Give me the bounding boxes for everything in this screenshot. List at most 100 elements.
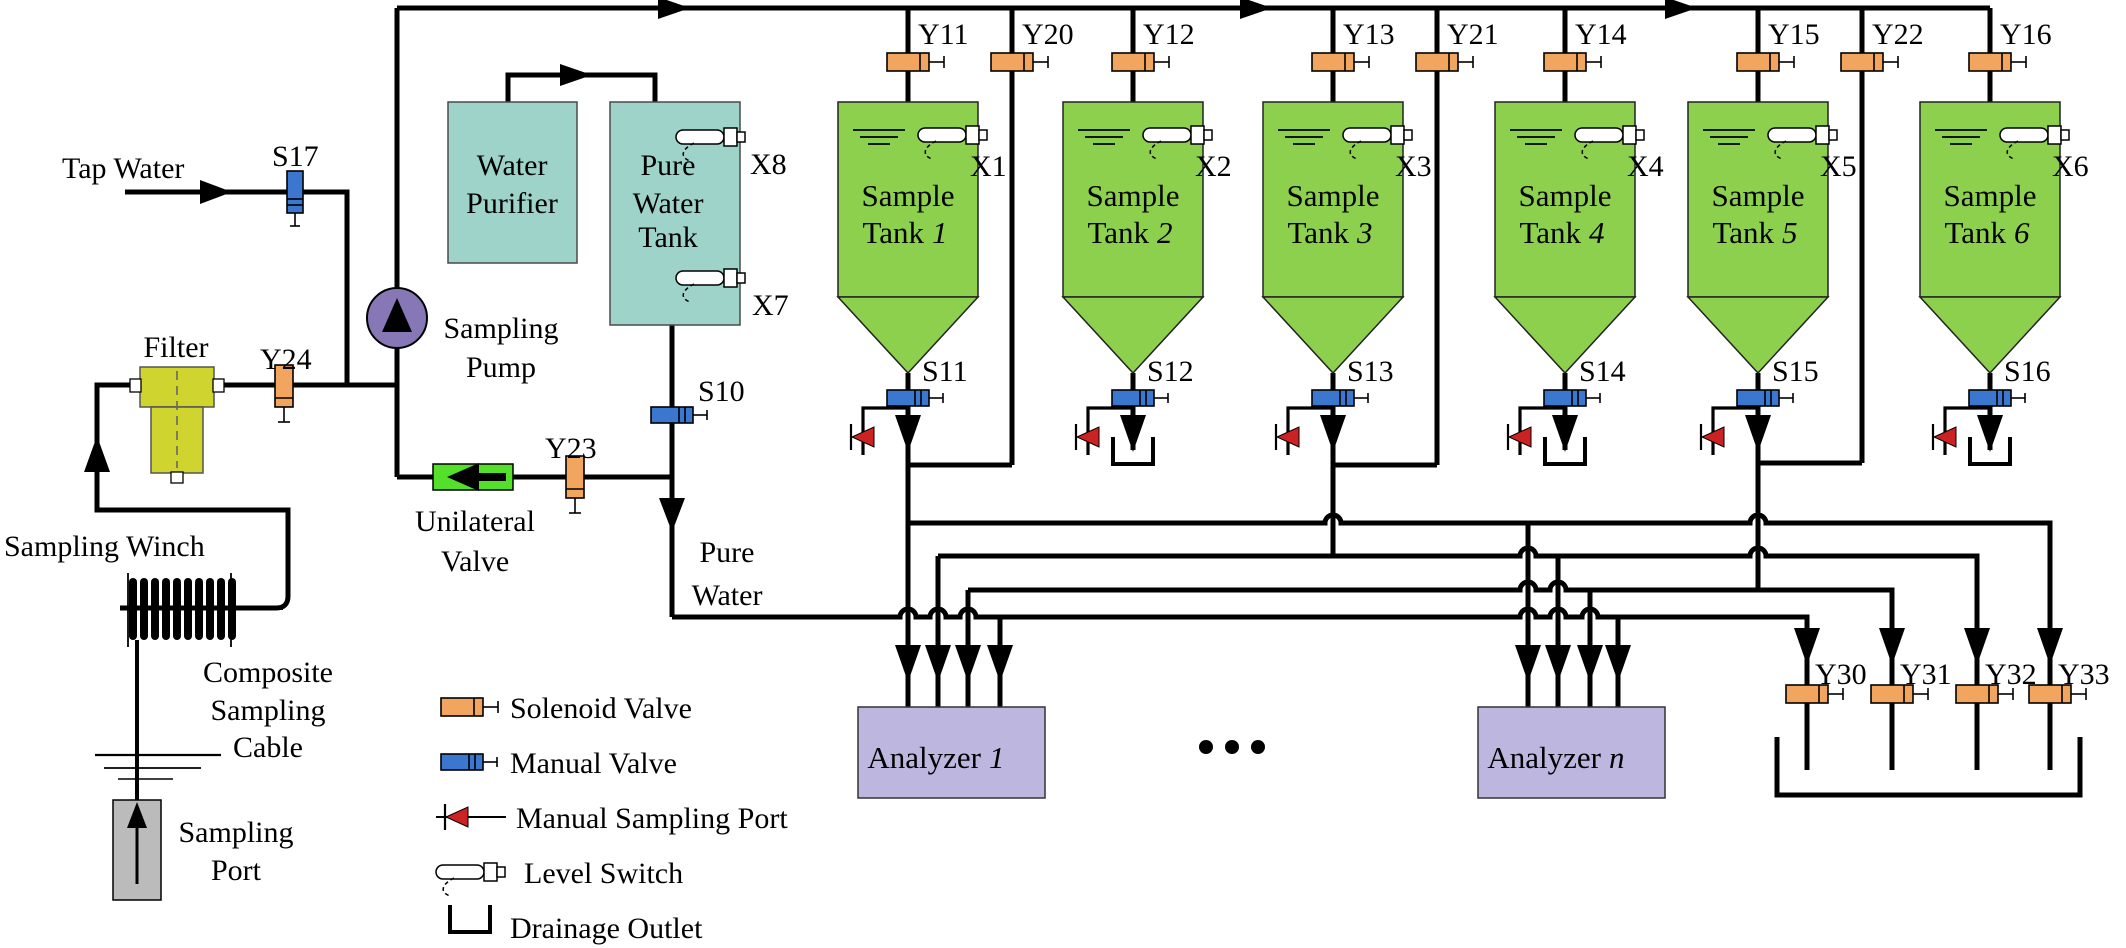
y21-label: Y21: [1447, 18, 1499, 51]
legend: [435, 697, 506, 934]
y32-label: Y32: [1985, 658, 2037, 691]
s10-label: S10: [698, 375, 745, 408]
valve-y21-icon: [1415, 52, 1474, 72]
valve-y13-icon: [1311, 52, 1370, 72]
valve-y14-icon: [1543, 52, 1602, 72]
water-level-icon: [1510, 129, 1562, 145]
analyzer-n-word: Analyzer: [1487, 740, 1601, 775]
tank3-name: Sample: [1287, 178, 1380, 213]
s17-label: S17: [272, 140, 319, 173]
manifold-line-2: [938, 545, 1980, 770]
s11-label: S11: [922, 355, 968, 388]
legend-level-switch-icon: [435, 862, 506, 897]
manifold-line-3: [968, 579, 1895, 770]
sampling-port-label-2: Port: [211, 854, 262, 887]
tank1-word: Tank: [862, 215, 924, 250]
y33-label: Y33: [2058, 658, 2110, 691]
manual-sampling-branches: [861, 406, 1990, 455]
tap-water-pipe: [125, 189, 350, 385]
filter-inlet-fitting: [129, 378, 142, 393]
analyzer1-num: 1: [989, 740, 1005, 775]
water-level-icon: [1703, 129, 1755, 145]
analyzer-n-feed-drops: [1525, 523, 1621, 707]
sample-tank-5: [1686, 101, 1838, 375]
filter-drain-fitting: [170, 471, 184, 484]
y13-label: Y13: [1343, 18, 1395, 51]
tank6-num: 6: [2014, 215, 2030, 250]
filter-outlet-fitting: [212, 378, 225, 393]
sample-tank-4: [1493, 101, 1645, 375]
analyzer-1-box: [857, 706, 1046, 799]
sampling-winch-label: Sampling Winch: [4, 530, 205, 563]
sample-tank-6: [1918, 101, 2070, 375]
tank5-num: 5: [1782, 215, 1798, 250]
x3-label: X3: [1395, 150, 1432, 183]
pump-label-2: Pump: [466, 351, 536, 384]
sample-tank-3: [1261, 101, 1413, 375]
legend-drainage-outlet-icon: [448, 903, 492, 934]
purifier-label-1: Water: [477, 149, 548, 182]
tank1-num: 1: [932, 215, 948, 250]
sample-tank-2: [1061, 101, 1213, 375]
pure-tank-label-2: Water: [633, 187, 704, 220]
pure-tank-label-3: Tank: [638, 221, 698, 254]
tank3-num: 3: [1356, 215, 1373, 250]
valve-s10-icon: [650, 406, 708, 424]
filter: [129, 366, 225, 484]
legend-manual-valve-icon: [440, 753, 498, 771]
valve-s13-icon: [1311, 389, 1369, 407]
winch-coil: [129, 578, 236, 640]
water-surface: [95, 753, 221, 780]
x4-label: X4: [1627, 150, 1664, 183]
purifier-to-tank-pipe: [505, 72, 658, 102]
bypass-y21-pipe: [1333, 8, 1440, 468]
sampling-winch: [95, 573, 283, 901]
valve-s15-icon: [1736, 389, 1794, 407]
unilateral-valve: [432, 463, 514, 491]
pump-label-1: Sampling: [443, 312, 558, 345]
pure-tank-label-1: Pure: [641, 149, 696, 182]
y15-label: Y15: [1768, 18, 1820, 51]
x7-label: X7: [752, 289, 789, 322]
valve-y15-icon: [1736, 52, 1795, 72]
valve-y22-icon: [1840, 52, 1899, 72]
valve-s11-icon: [886, 389, 944, 407]
x2-label: X2: [1195, 150, 1232, 183]
manifold-line-1: [908, 512, 2053, 770]
purifier-label-2: Purifier: [466, 187, 558, 220]
analyzer-n-box: [1477, 706, 1666, 799]
legend-level-switch-label: Level Switch: [524, 857, 683, 890]
valve-y20-icon: [990, 52, 1049, 72]
sampling-pump: [366, 287, 428, 349]
sampling-port-label-1: Sampling: [178, 816, 293, 849]
valve-s17-icon: [286, 170, 304, 227]
x1-label: X1: [970, 150, 1007, 183]
unilateral-label-2: Valve: [441, 545, 509, 578]
s12-label: S12: [1147, 355, 1194, 388]
x6-label: X6: [2052, 150, 2089, 183]
tank4-name: Sample: [1519, 178, 1612, 213]
y16-label: Y16: [2000, 18, 2052, 51]
unilateral-label-1: Unilateral: [415, 505, 535, 538]
pump-arrow: [382, 298, 412, 332]
tank1-name: Sample: [862, 178, 955, 213]
filter-label: Filter: [144, 331, 209, 364]
tank4-word: Tank: [1519, 215, 1581, 250]
cable-label-3: Cable: [233, 731, 303, 764]
ellipsis-dots: [1199, 740, 1265, 754]
valve-s16-icon: [1968, 389, 2026, 407]
pure-water-manifold-line: [672, 606, 1810, 770]
tap-water-label: Tap Water: [62, 152, 184, 185]
valve-s12-icon: [1111, 389, 1169, 407]
cable-label-2: Sampling: [210, 694, 325, 727]
bypass-y20-pipe: [908, 8, 1015, 468]
cable-label-1: Composite: [203, 656, 333, 689]
valve-y12-icon: [1111, 52, 1170, 72]
water-level-icon: [1935, 129, 1987, 145]
x5-label: X5: [1820, 150, 1857, 183]
analyzer1-word: Analyzer: [867, 740, 981, 775]
analyzer-n-num: n: [1609, 740, 1625, 775]
tank6-name: Sample: [1944, 178, 2037, 213]
y11-label: Y11: [918, 18, 969, 51]
